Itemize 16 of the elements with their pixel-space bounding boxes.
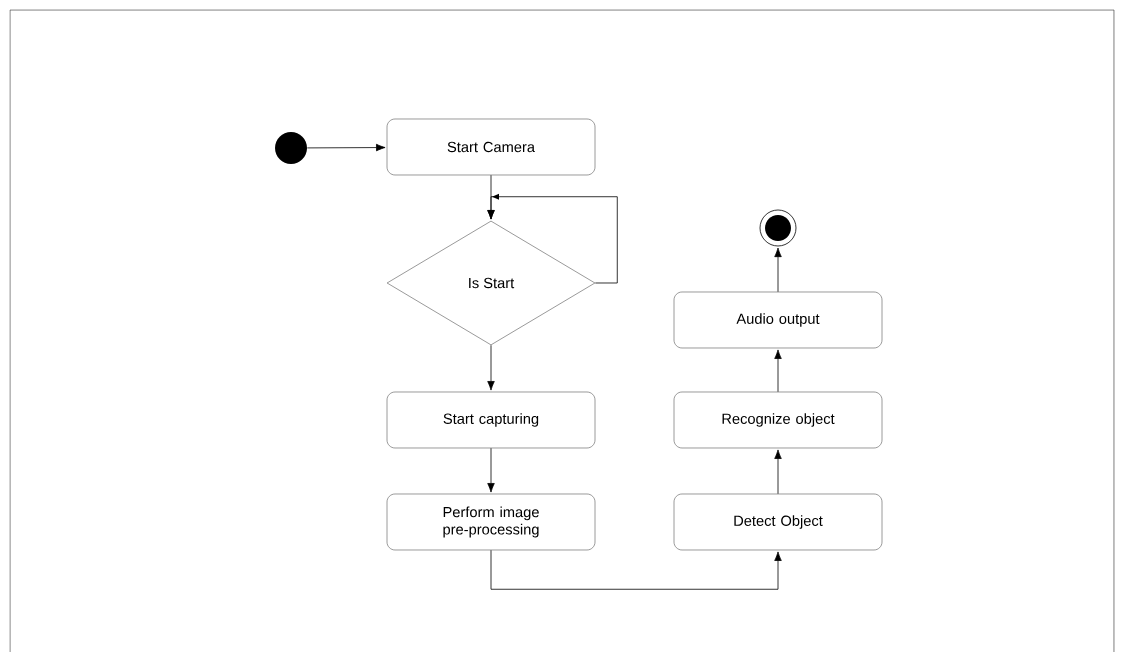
activity-box: Audio output [673, 291, 883, 349]
start-dot [275, 132, 307, 164]
activity-box: Start capturing [386, 391, 596, 449]
activity-box: Recognize object [673, 391, 883, 449]
arrow [487, 344, 495, 391]
arrow [774, 349, 782, 393]
activity-box: Perform image pre-processing [386, 493, 596, 551]
arrow [774, 449, 782, 495]
arrow [487, 447, 495, 493]
activity-box: Detect Object [673, 493, 883, 551]
activity-box: Start Camera [386, 118, 596, 176]
arrow [306, 143, 386, 152]
arrow [490, 549, 782, 590]
arrow [774, 247, 782, 293]
end-dot [759, 209, 797, 247]
arrow [487, 193, 618, 284]
